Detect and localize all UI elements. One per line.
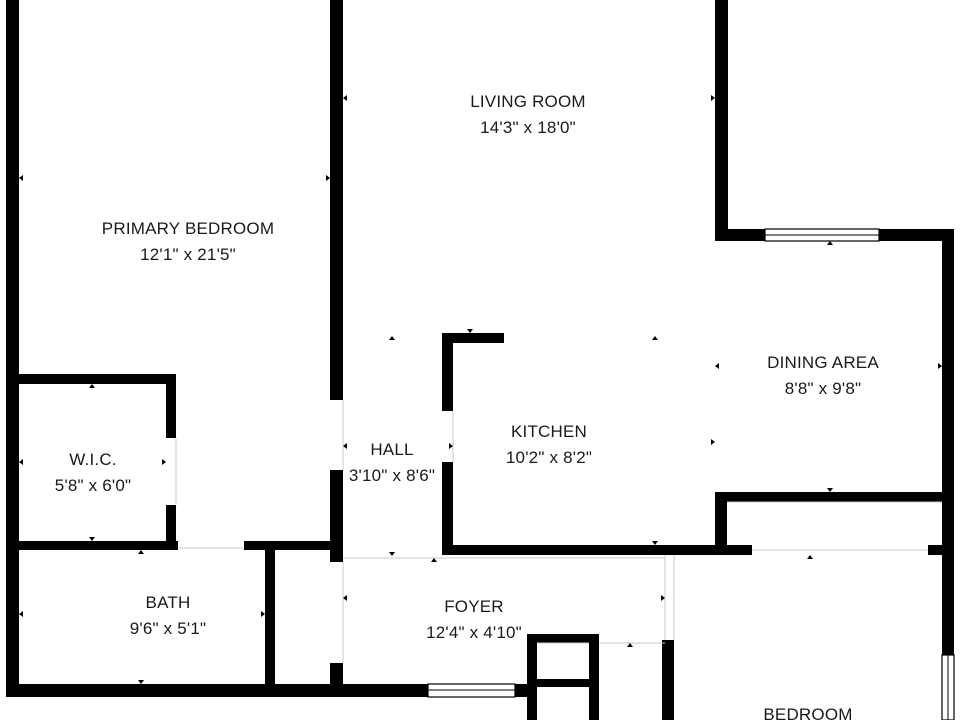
wall — [6, 374, 176, 384]
room-name: LIVING ROOM — [470, 92, 586, 111]
wall — [527, 634, 599, 643]
wall — [589, 634, 599, 720]
room-label-foyer: FOYER 12'4" x 4'10" — [426, 594, 522, 646]
room-label-bath: BATH 9'6" x 5'1" — [130, 590, 207, 642]
room-dimensions: 8'8" x 9'8" — [784, 379, 862, 398]
wall — [442, 462, 453, 554]
thin-lines — [175, 400, 942, 663]
room-name: FOYER — [444, 597, 504, 616]
wall — [942, 555, 954, 655]
wall — [715, 0, 728, 240]
room-dimensions: 5'8" x 6'0" — [54, 476, 132, 495]
wall — [6, 0, 19, 697]
room-name: BATH — [145, 593, 191, 612]
room-dimensions: 3'10" x 8'6" — [348, 466, 436, 485]
wall — [265, 541, 275, 687]
wall — [928, 545, 954, 555]
wall — [879, 229, 954, 241]
wall — [6, 541, 178, 550]
room-label-dining-area: DINING AREA 8'8" x 9'8" — [767, 350, 879, 402]
room-dimensions: 12'1" x 21'5" — [140, 245, 236, 264]
room-dimensions: 14'3" x 18'0" — [480, 118, 576, 137]
wall — [942, 229, 954, 555]
wall — [442, 333, 504, 343]
room-name: HALL — [370, 440, 414, 459]
room-label-primary-bedroom: PRIMARY BEDROOM 12'1" x 21'5" — [102, 216, 274, 268]
room-dimensions: 9'6" x 5'1" — [129, 619, 207, 638]
walls — [6, 0, 954, 720]
room-label-bedroom: BEDROOM — [763, 702, 852, 728]
wall — [442, 333, 453, 411]
wall — [527, 679, 599, 687]
wall — [662, 640, 674, 720]
wall — [330, 550, 343, 562]
wall — [244, 541, 343, 550]
room-label-living-room: LIVING ROOM 14'3" x 18'0" — [470, 89, 586, 141]
room-name: BEDROOM — [763, 705, 853, 724]
wall — [515, 684, 530, 697]
room-name: W.I.C. — [69, 450, 117, 469]
room-name: PRIMARY BEDROOM — [101, 219, 275, 238]
wall — [442, 545, 752, 555]
room-label-kitchen: KITCHEN 10'2" x 8'2" — [506, 419, 592, 471]
wall — [330, 0, 343, 400]
room-label-hall: HALL 3'10" x 8'6" — [349, 437, 435, 489]
wall — [330, 470, 343, 550]
room-dimensions: 12'4" x 4'10" — [426, 623, 522, 642]
wall — [715, 492, 954, 502]
wall — [527, 634, 537, 720]
dimension-ticks — [19, 95, 942, 684]
wall — [715, 229, 765, 241]
wall — [715, 492, 727, 555]
wall — [6, 684, 428, 697]
wall — [166, 374, 176, 438]
wall — [166, 505, 176, 550]
room-name: KITCHEN — [510, 422, 588, 441]
room-dimensions: 10'2" x 8'2" — [505, 448, 593, 467]
windows — [427, 228, 955, 720]
room-name: DINING AREA — [767, 353, 879, 372]
wall — [330, 663, 343, 697]
room-label-wic: W.I.C. 5'8" x 6'0" — [55, 447, 132, 499]
